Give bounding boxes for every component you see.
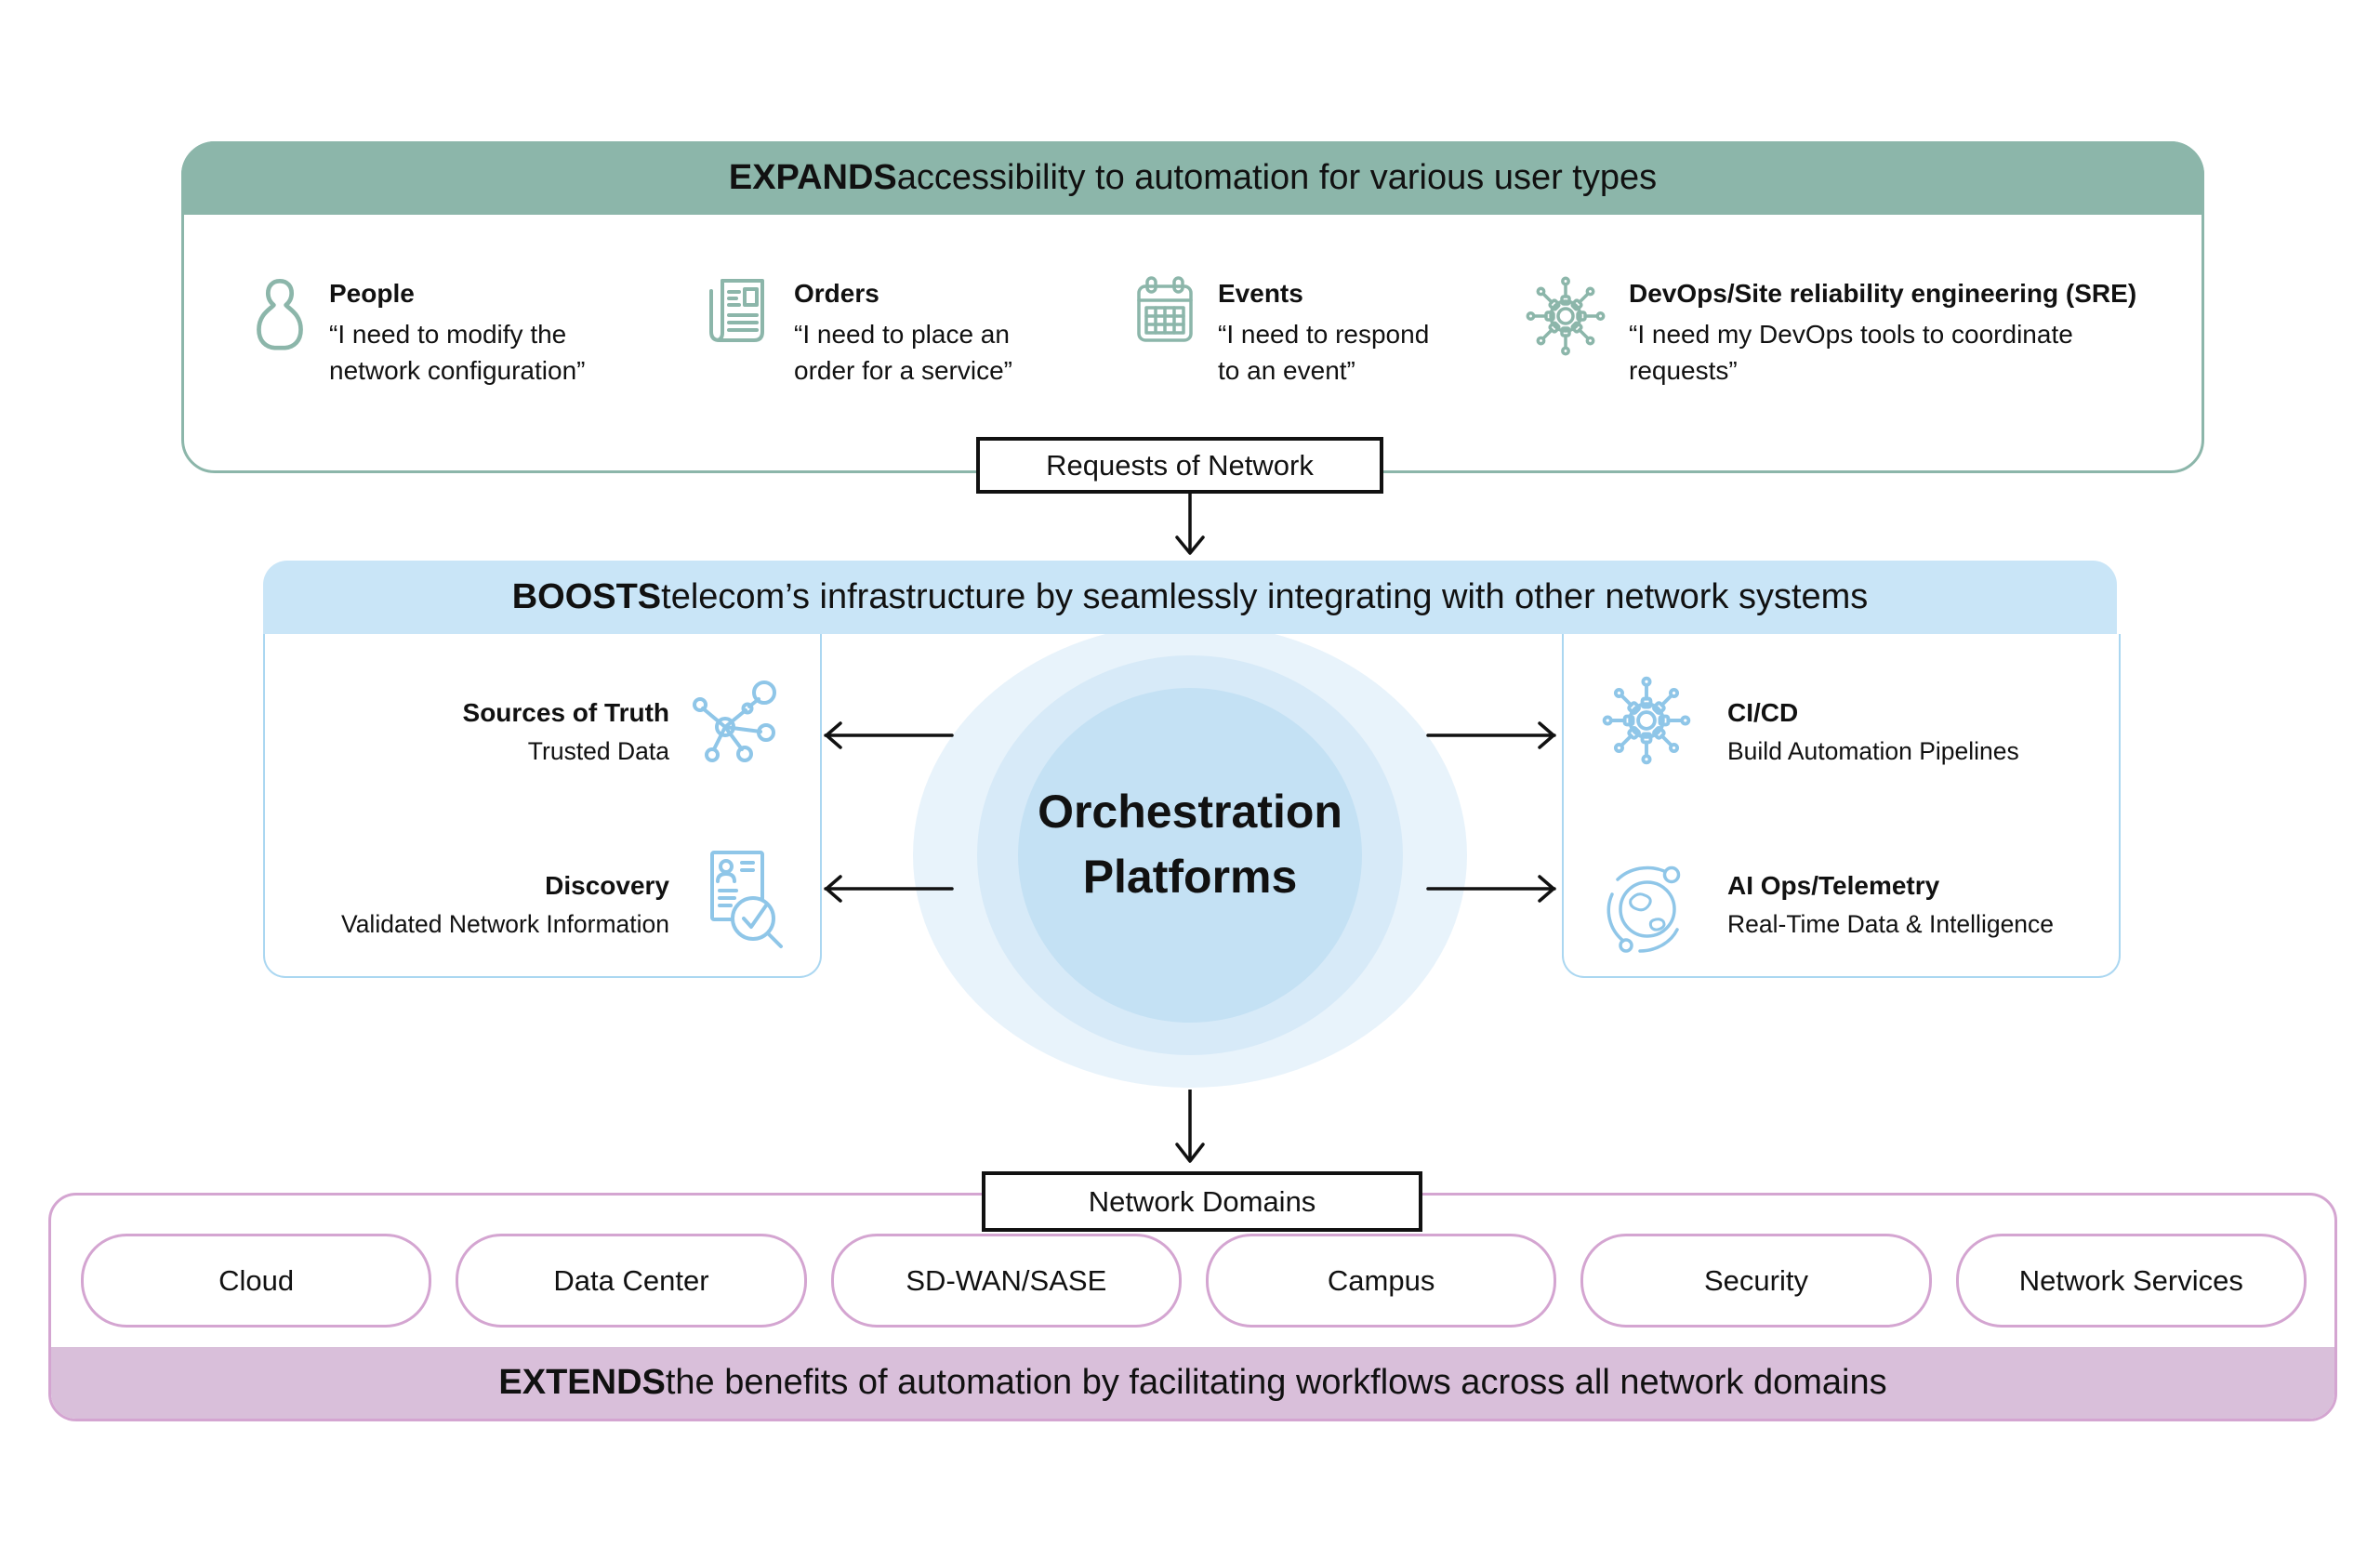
domain-pill-campus: Campus [1205, 1234, 1557, 1328]
domain-pill-network-services: Network Services [1955, 1234, 2307, 1328]
item-subtitle: Build Automation Pipelines [1727, 737, 2019, 765]
sources-of-truth-item: Sources of Truth Trusted Data [463, 695, 669, 772]
boosts-header-rest: telecom’s infrastructure by seamlessly i… [661, 577, 1869, 616]
expands-header-rest: accessibility to automation for various … [896, 158, 1658, 197]
boosts-header-bold: BOOSTS [511, 577, 662, 616]
network-domains-box: Network Domains [982, 1171, 1422, 1232]
arrow-right-aiops [1426, 875, 1556, 903]
person-icon [257, 278, 303, 350]
domain-pill-data-center: Data Center [456, 1234, 807, 1328]
globe-telemetry-icon [1606, 865, 1681, 953]
arrow-down-requests [1175, 487, 1205, 555]
discovery-item: Discovery Validated Network Information [341, 868, 669, 945]
newspaper-icon [709, 279, 764, 342]
domain-pill-cloud: Cloud [81, 1234, 432, 1328]
boosts-header: BOOSTS telecom’s infrastructure by seaml… [263, 561, 2117, 634]
arrow-left-discovery [824, 875, 954, 903]
item-title: Sources of Truth [462, 698, 669, 727]
cicd-gear-icon [1602, 676, 1691, 765]
calendar-icon [1137, 276, 1193, 342]
extends-header-bold: EXTENDS [498, 1363, 666, 1402]
user-type-title: DevOps/Site reliability engineering (SRE… [1629, 279, 2137, 308]
domain-pills-row: Cloud Data Center SD-WAN/SASE Campus Sec… [81, 1234, 2307, 1328]
item-subtitle: Validated Network Information [340, 910, 669, 938]
integration-panel-right: CI/CD Build Automation Pipelines AI Ops/… [1562, 634, 2121, 978]
extends-section: Cloud Data Center SD-WAN/SASE Campus Sec… [48, 1193, 2337, 1421]
expands-section: EXPANDS accessibility to automation for … [181, 141, 2204, 473]
devops-gear-icon [1526, 276, 1606, 356]
arrow-down-domains [1175, 1090, 1205, 1163]
domain-pill-sdwan-sase: SD-WAN/SASE [830, 1234, 1182, 1328]
item-subtitle: Trusted Data [527, 737, 669, 765]
user-type-devops: DevOps/Site reliability engineering (SRE… [1525, 275, 2136, 389]
orchestration-circle-inner [1018, 688, 1362, 1023]
arrow-left-sources [824, 721, 954, 749]
item-subtitle: Real-Time Data & Intelligence [1727, 910, 2055, 938]
integration-panel-left: Sources of Truth Trusted Data Discove [263, 634, 822, 978]
user-type-title: Events [1218, 279, 1303, 308]
cicd-item: CI/CD Build Automation Pipelines [1727, 695, 2019, 772]
arrow-right-cicd [1426, 721, 1556, 749]
expands-header: EXPANDS accessibility to automation for … [181, 141, 2204, 215]
requests-of-network-box: Requests of Network [976, 437, 1383, 494]
extends-header: EXTENDS the benefits of automation by fa… [51, 1347, 2334, 1419]
user-type-title: Orders [794, 279, 879, 308]
domain-pill-security: Security [1580, 1234, 1932, 1328]
user-type-title: People [329, 279, 415, 308]
item-title: Discovery [545, 871, 669, 900]
item-title: AI Ops/Telemetry [1727, 871, 1940, 900]
discovery-document-icon [710, 851, 783, 948]
expands-header-bold: EXPANDS [728, 158, 897, 197]
orchestration-platforms-label: Orchestration Platforms [1038, 786, 1342, 903]
item-title: CI/CD [1727, 698, 1799, 727]
network-nodes-icon [693, 680, 776, 762]
aiops-item: AI Ops/Telemetry Real-Time Data & Intell… [1727, 868, 2054, 945]
extends-header-rest: the benefits of automation by facilitati… [665, 1363, 1887, 1402]
